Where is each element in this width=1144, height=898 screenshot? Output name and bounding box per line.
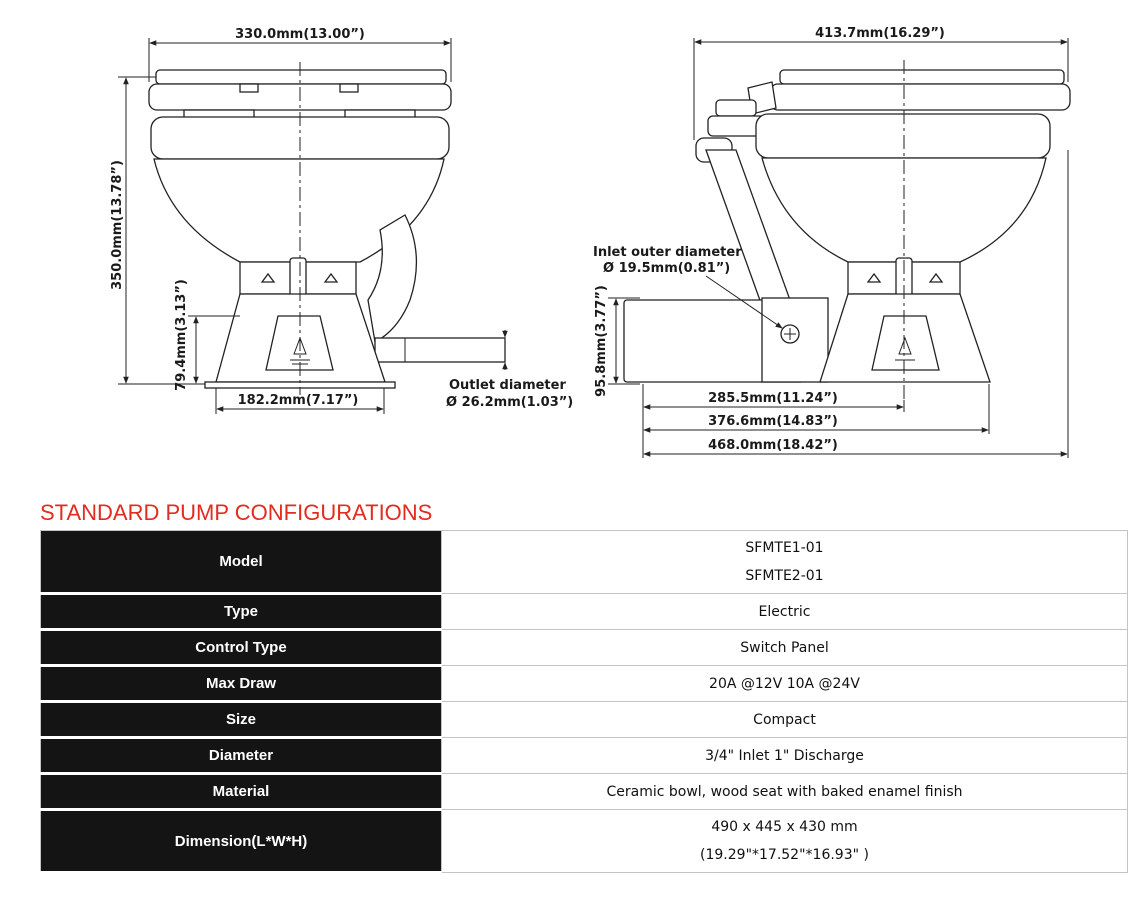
technical-drawing: 330.0mm(13.00”) 350.0mm(13.78”) 79.4mm(3… xyxy=(110,26,1071,458)
max-draw-label: Max Draw xyxy=(40,665,442,703)
front-height-label: 350.0mm(13.78”) xyxy=(110,160,125,290)
front-width-label: 330.0mm(13.00”) xyxy=(235,27,365,42)
side-dim3-label: 468.0mm(18.42”) xyxy=(708,438,838,453)
table-row-max-draw: Max Draw 20A @12V 10A @24V xyxy=(40,665,1128,703)
table-row-type: Type Electric xyxy=(40,593,1128,631)
size-label: Size xyxy=(40,701,442,739)
dimension-value: 490 x 445 x 430 mm (19.29"*17.52"*16.93"… xyxy=(441,809,1128,873)
inlet-diameter-value: Ø 19.5mm(0.81”) xyxy=(603,261,730,276)
dimension-value-1: 490 x 445 x 430 mm xyxy=(711,819,858,835)
table-row-size: Size Compact xyxy=(40,701,1128,739)
side-dim1-label: 285.5mm(11.24”) xyxy=(708,391,838,406)
diameter-value: 3/4" Inlet 1" Discharge xyxy=(441,737,1128,774)
diameter-label: Diameter xyxy=(40,737,442,775)
spec-table: Model SFMTE1-01 SFMTE2-01 Type Electric … xyxy=(40,530,1128,874)
type-label: Type xyxy=(40,593,442,631)
model-value: SFMTE1-01 SFMTE2-01 xyxy=(441,530,1128,594)
front-view: 330.0mm(13.00”) 350.0mm(13.78”) 79.4mm(3… xyxy=(110,27,573,414)
table-row-model: Model SFMTE1-01 SFMTE2-01 xyxy=(40,530,1128,595)
table-row-control-type: Control Type Switch Panel xyxy=(40,629,1128,667)
control-type-label: Control Type xyxy=(40,629,442,667)
front-base-height-label: 79.4mm(3.13”) xyxy=(174,279,189,391)
side-dim2-label: 376.6mm(14.83”) xyxy=(708,414,838,429)
model-value-1: SFMTE1-01 xyxy=(745,540,824,556)
model-label: Model xyxy=(40,530,442,595)
pump-height-label: 95.8mm(3.77”) xyxy=(594,285,609,397)
model-value-2: SFMTE2-01 xyxy=(745,568,824,584)
outlet-diameter-title: Outlet diameter xyxy=(449,378,566,393)
side-view: 413.7mm(16.29”) Inlet outer diameter Ø 1… xyxy=(593,26,1071,458)
control-type-value: Switch Panel xyxy=(441,629,1128,666)
section-title: STANDARD PUMP CONFIGURATIONS xyxy=(40,500,433,525)
size-value: Compact xyxy=(441,701,1128,738)
table-row-dimension: Dimension(L*W*H) 490 x 445 x 430 mm (19.… xyxy=(40,809,1128,874)
dimension-value-2: (19.29"*17.52"*16.93" ) xyxy=(700,847,869,863)
front-base-width-label: 182.2mm(7.17”) xyxy=(238,393,359,408)
material-value: Ceramic bowl, wood seat with baked ename… xyxy=(441,773,1128,810)
max-draw-value: 20A @12V 10A @24V xyxy=(441,665,1128,702)
material-label: Material xyxy=(40,773,442,811)
dimension-label: Dimension(L*W*H) xyxy=(40,809,442,874)
table-row-diameter: Diameter 3/4" Inlet 1" Discharge xyxy=(40,737,1128,775)
side-width-label: 413.7mm(16.29”) xyxy=(815,26,945,41)
table-row-material: Material Ceramic bowl, wood seat with ba… xyxy=(40,773,1128,811)
outlet-diameter-value: Ø 26.2mm(1.03”) xyxy=(446,395,573,410)
inlet-diameter-title: Inlet outer diameter xyxy=(593,245,742,260)
type-value: Electric xyxy=(441,593,1128,630)
